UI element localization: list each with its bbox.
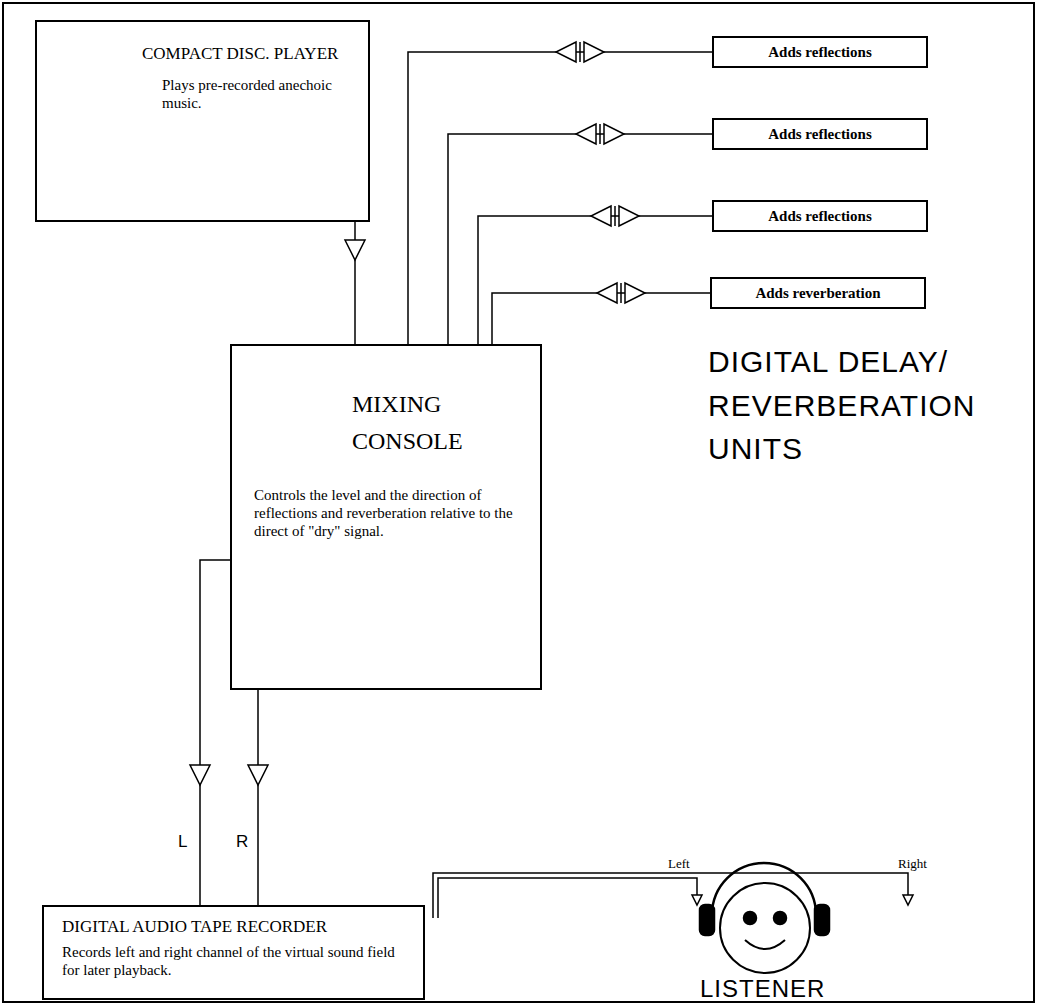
box-body: Controls the level and the direction of … bbox=[254, 486, 524, 540]
box-body: Plays pre-recorded anechoic music. bbox=[162, 76, 332, 112]
box-title: Adds reflections bbox=[768, 44, 871, 61]
mixing-console: MIXING CONSOLE Controls the level and the… bbox=[230, 344, 542, 690]
player-box: COMPACT DISC. PLAYER Plays pre-recorded a… bbox=[35, 20, 370, 222]
box-title: MIXING CONSOLE bbox=[352, 386, 502, 460]
signal-wire bbox=[478, 206, 712, 344]
listener-face bbox=[700, 863, 829, 973]
box-title: COMPACT DISC. PLAYER bbox=[142, 44, 352, 64]
box-title: DIGITAL AUDIO TAPE RECORDER bbox=[62, 917, 402, 937]
signal-wire bbox=[448, 124, 712, 344]
channel-label: Left bbox=[668, 856, 690, 872]
signal-wire bbox=[190, 560, 230, 905]
box-title: Adds reflections bbox=[768, 126, 871, 143]
group-label: DIGITAL DELAY/ REVERBERATION UNITS bbox=[708, 340, 1028, 471]
signal-wire bbox=[345, 222, 365, 344]
channel-label: L bbox=[178, 832, 187, 852]
delay-unit: Adds reflections bbox=[712, 118, 928, 150]
channel-label: R bbox=[236, 832, 248, 852]
delay-unit: Adds reflections bbox=[712, 200, 928, 232]
reverb-unit: Adds reverberation bbox=[710, 277, 926, 309]
headphone-wire bbox=[433, 873, 913, 918]
listener-label: LISTENER bbox=[700, 975, 840, 1003]
delay-unit: Adds reflections bbox=[712, 36, 928, 68]
signal-wire bbox=[408, 42, 712, 344]
box-title: Adds reverberation bbox=[755, 285, 880, 302]
box-body: Records left and right channel of the vi… bbox=[62, 943, 402, 979]
signal-wire bbox=[492, 283, 710, 344]
tape-recorder: DIGITAL AUDIO TAPE RECORDER Records left … bbox=[42, 905, 425, 1000]
frame bbox=[3, 3, 1034, 1002]
box-title: Adds reflections bbox=[768, 208, 871, 225]
channel-label: Right bbox=[898, 856, 927, 872]
